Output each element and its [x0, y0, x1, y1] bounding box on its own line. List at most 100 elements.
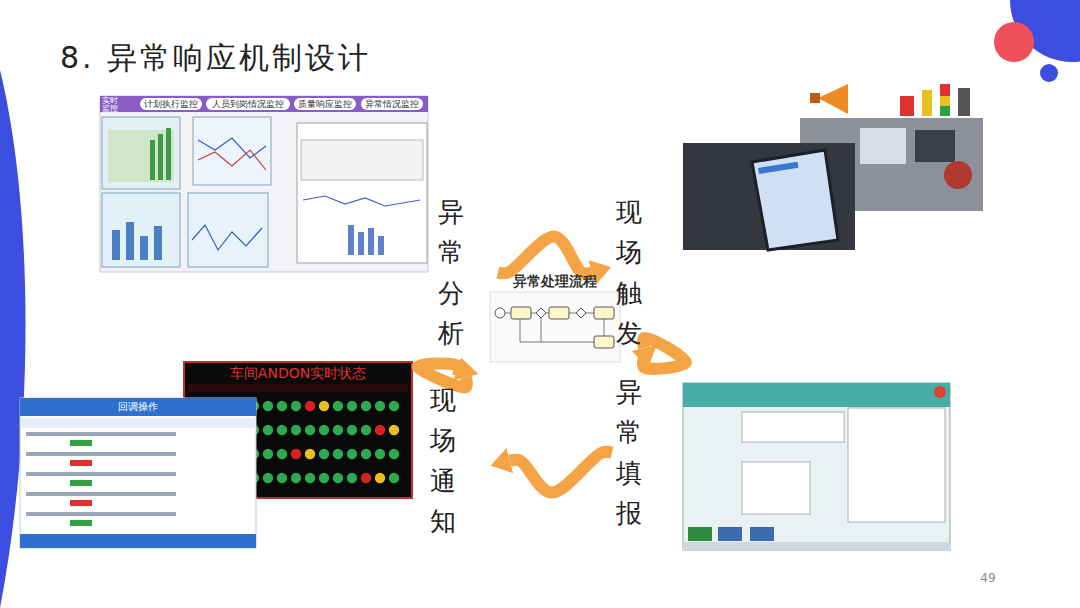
megaphone [810, 93, 820, 103]
tower-light [940, 96, 950, 106]
thumb-table [108, 130, 174, 182]
table [848, 408, 945, 522]
bar [112, 230, 120, 260]
status-tag [70, 460, 92, 466]
bar [154, 226, 162, 260]
status-light [347, 401, 357, 411]
phone [752, 150, 838, 250]
status-light [277, 401, 287, 411]
status-light [291, 401, 301, 411]
stage-text: 现场触发 [616, 192, 672, 353]
stage-text: 异常分析 [438, 192, 494, 353]
task [511, 307, 531, 319]
task [594, 336, 614, 348]
cycle-arrow [498, 237, 592, 274]
status-tag [70, 520, 92, 526]
list-line [26, 432, 176, 436]
page-number: 49 [970, 570, 1006, 586]
close-icon [934, 386, 946, 398]
task [549, 307, 569, 319]
status-light [333, 473, 343, 483]
slide-title: 8. 异常响应机制设计 [60, 38, 371, 79]
flow-line [505, 313, 604, 342]
status-light [375, 449, 385, 459]
site-photos [683, 118, 983, 250]
list-line [26, 452, 176, 456]
status-light [361, 473, 371, 483]
board-strip [188, 384, 408, 392]
status-light [263, 449, 273, 459]
megaphone [818, 84, 848, 114]
stage-node: 现场通知 [430, 380, 486, 541]
alarm-icons [810, 84, 970, 116]
list-line [26, 472, 176, 476]
status-light [277, 449, 287, 459]
footer-bar [20, 534, 256, 548]
monitor [860, 128, 906, 164]
thumb [188, 193, 268, 267]
picture-caption: 异常处理流程 [490, 272, 620, 290]
gateway [576, 308, 586, 318]
bar [150, 140, 155, 180]
status-light [361, 401, 371, 411]
tab-pill [294, 98, 356, 110]
status-light [361, 425, 371, 435]
list-line [26, 512, 176, 516]
tower-light [958, 88, 970, 116]
bar [158, 134, 163, 180]
panel [100, 96, 428, 272]
status-light [305, 425, 315, 435]
list-line [26, 492, 176, 496]
corner-dot [1040, 64, 1058, 82]
phone-header [758, 162, 798, 174]
menu-label: 实时监控 [101, 97, 119, 113]
chart-line [192, 225, 262, 250]
panel [683, 383, 950, 550]
list-rows [26, 432, 176, 526]
status-light [389, 425, 399, 435]
tab-bar [100, 96, 428, 112]
stage-node: 现场触发 [616, 192, 672, 353]
board-title: 车间ANDON实时状态 [184, 364, 412, 382]
bar [348, 225, 354, 255]
gateway [536, 308, 546, 318]
cycle-arrow [643, 338, 686, 369]
status-light [375, 425, 385, 435]
field [742, 462, 810, 514]
status-light [319, 401, 329, 411]
button [688, 527, 712, 541]
status-light [375, 473, 385, 483]
thumb [297, 123, 427, 263]
status-light [319, 449, 329, 459]
status-light [305, 449, 315, 459]
panel [20, 398, 256, 548]
tower-light [900, 96, 914, 116]
tab-pill [140, 98, 202, 110]
tab-pill [361, 98, 423, 110]
status-light [263, 425, 273, 435]
status-light [347, 425, 357, 435]
status-light [263, 473, 273, 483]
worker [944, 161, 972, 189]
status-light [375, 401, 385, 411]
status-light [333, 449, 343, 459]
dashboard-screenshot [100, 96, 428, 272]
bar [378, 236, 384, 255]
status-tag [70, 480, 92, 486]
status-light [319, 473, 329, 483]
tab-label: 人员到岗情况监控 [206, 98, 290, 110]
status-light [333, 401, 343, 411]
status-light [305, 473, 315, 483]
tab-label: 异常情况监控 [361, 98, 423, 110]
status-light [291, 473, 301, 483]
chart-line [303, 196, 420, 206]
bar [368, 228, 374, 255]
status-light [389, 473, 399, 483]
cycle-arrow [418, 363, 467, 387]
thumb-table [301, 140, 423, 180]
stage-node: 异常填报 [616, 372, 672, 533]
status-tag [70, 500, 92, 506]
tower-light [940, 106, 950, 116]
